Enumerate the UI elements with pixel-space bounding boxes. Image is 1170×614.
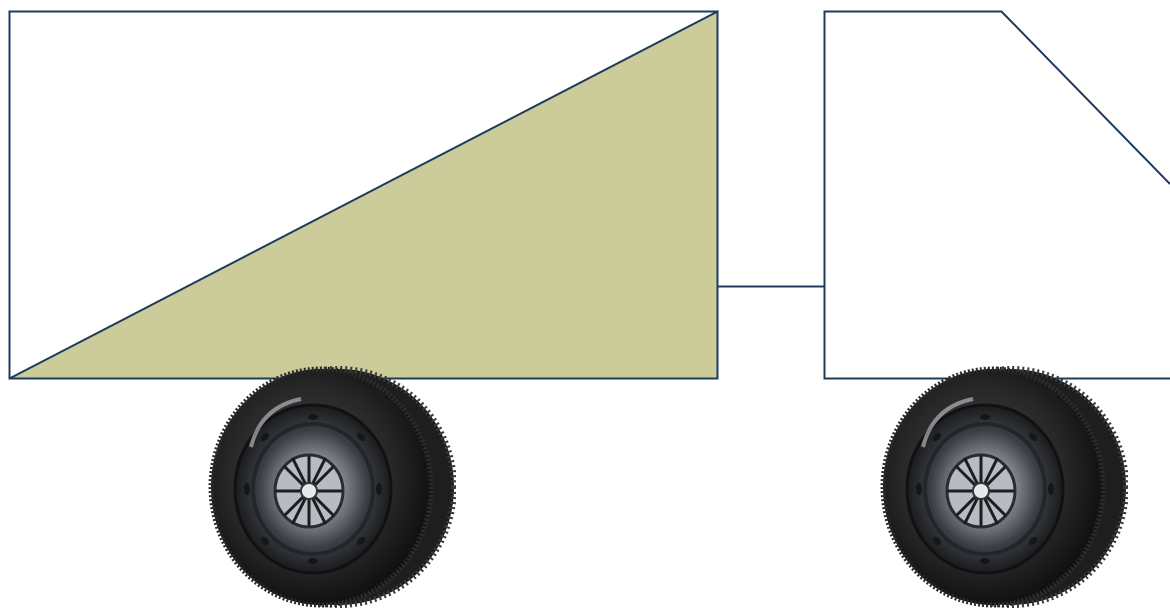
truck-cab [825, 12, 1170, 379]
front-wheel-tire-icon [883, 369, 1126, 605]
rear-wheel-tire-icon [211, 369, 454, 605]
